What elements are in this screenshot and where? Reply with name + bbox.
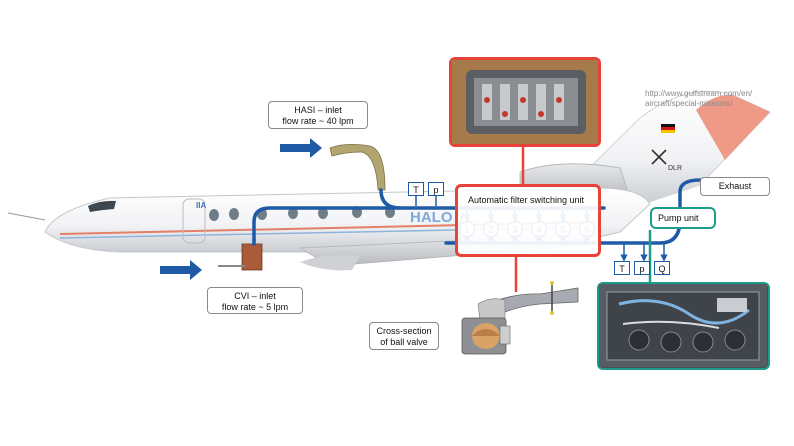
pump-unit-photo [599,284,767,367]
filter-unit-label: Automatic filter switching unit [468,195,585,205]
inlet-sensor-pressure: p [428,182,444,196]
hasi-inlet [329,144,386,191]
inlet-sensor-temperature: T [408,182,424,196]
exhaust-callout: Exhaust [700,177,770,196]
hasi-flow-rate: flow rate ~ 40 lpm [282,116,354,126]
inlet-sensor-taps [415,196,437,206]
hasi-inlet-callout: HASI – inlet flow rate ~ 40 lpm [268,101,368,129]
dlr-logo: DLR [651,149,682,172]
hasi-flow-arrow [280,138,322,158]
cvi-flow-rate: flow rate ~ 5 lpm [221,302,289,312]
outlet-sensor-flow: Q [654,261,670,275]
filter-switching-unit-box: Automatic filter switching unit [455,184,601,257]
filter-unit-photo-frame [449,57,601,147]
cvi-inlet-callout: CVI – inlet flow rate ~ 5 lpm [207,287,303,314]
tail-fin [574,90,771,206]
pump-unit-box: Pump unit [650,207,716,229]
hasi-inlet-title: HASI – inlet [294,105,342,115]
fuselage-lettering: HALO [410,209,453,226]
image-source-url-line2: aircraft/special-missions/ [645,99,733,108]
upper-cabin-line [252,206,402,242]
nose-logo: IIA [196,201,206,210]
ball-valve-title: Cross-section [376,326,432,336]
image-source-url: http://www.gulfstream.com/en/ aircraft/s… [645,89,752,109]
exhaust-label: Exhaust [718,181,752,191]
cvi-flow-arrow [160,260,202,280]
ball-valve-illustration [461,281,579,355]
red-connectors [514,146,525,292]
dlr-text: DLR [668,165,682,172]
outlet-sensor-temperature: T [614,261,630,275]
cvi-inlet [218,243,263,271]
outlet-sensor-taps [620,243,668,262]
filter-unit-photo [452,60,598,144]
image-source-url-line1: http://www.gulfstream.com/en/ [645,89,753,98]
pump-unit-photo-frame [597,282,770,370]
cvi-inlet-title: CVI – inlet [234,291,276,301]
ball-valve-subtitle: of ball valve [380,337,428,347]
pump-unit-label: Pump unit [658,213,699,223]
ball-valve-callout: Cross-section of ball valve [369,322,439,350]
outlet-sensor-pressure: p [634,261,650,275]
